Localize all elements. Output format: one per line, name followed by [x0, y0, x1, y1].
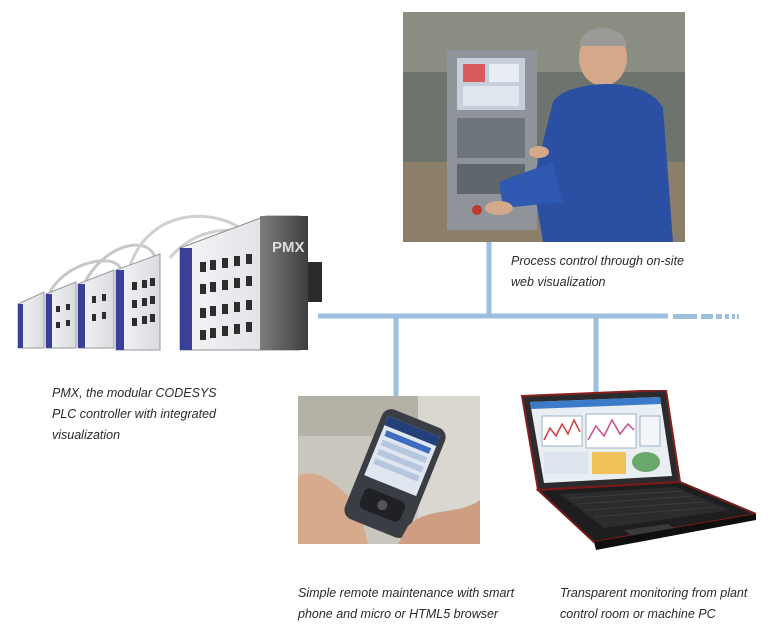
operator-caption-line-2: web visualization: [511, 275, 606, 289]
laptop-caption-line-2: control room or machine PC: [560, 607, 716, 621]
plc-caption-line-3: visualization: [52, 428, 121, 442]
laptop-image: [520, 390, 756, 558]
phone-caption: Simple remote maintenance with smart pho…: [298, 583, 514, 625]
smartphone-photo: [298, 396, 480, 544]
phone-caption-line-2: phone and micro or HTML5 browser: [298, 607, 499, 621]
operator-caption-line-1: Process control through on-site: [511, 254, 685, 268]
network-continuation-dashes: [673, 314, 739, 319]
laptop-caption-line-1: Transparent monitoring from plant: [560, 586, 748, 600]
plc-caption-line-2: PLC controller with integrated: [52, 407, 216, 421]
operator-photo: [403, 12, 685, 242]
pmx-controller-image: PMX: [10, 196, 336, 356]
laptop-caption: Transparent monitoring from plant contro…: [560, 583, 747, 625]
phone-caption-line-1: Simple remote maintenance with smart: [298, 586, 515, 600]
plc-caption-line-1: PMX, the modular CODESYS: [52, 386, 217, 400]
pmx-label: PMX: [272, 239, 305, 256]
plc-caption: PMX, the modular CODESYS PLC controller …: [52, 383, 217, 446]
operator-caption: Process control through on-site web visu…: [511, 251, 684, 293]
